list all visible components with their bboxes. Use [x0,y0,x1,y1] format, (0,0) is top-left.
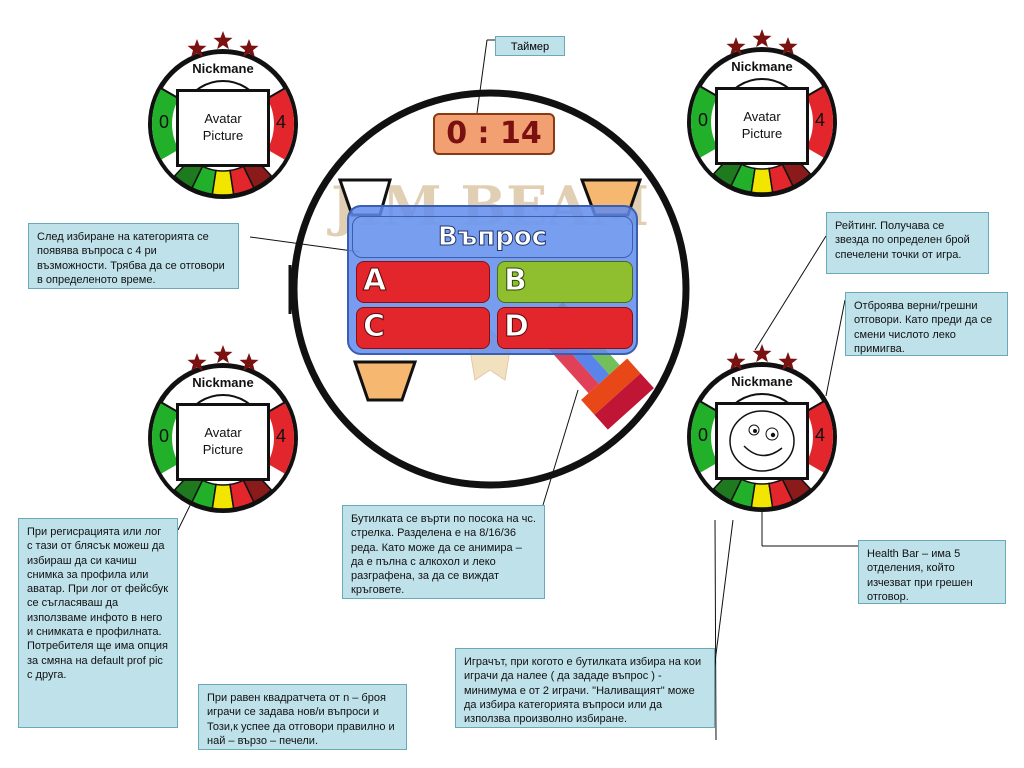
rating-star-icon [239,353,259,372]
score-right-panel [803,81,834,158]
pourer-note: Играчът, при когото е бутилката избира н… [455,648,715,728]
answer-a-button[interactable]: A [356,261,490,303]
wrong-answers-count: 4 [815,425,826,445]
score-right-panel [264,397,294,474]
wrong-answers-count: 4 [276,426,287,446]
counter-note: Отброява верни/грешни отговори. Като пре… [845,292,1008,356]
correct-answers-count: 0 [698,110,709,130]
player-avatar[interactable]: Avatar Picture [176,403,270,481]
bottle-note: Бутилката се върти по посока на чс. стре… [342,505,545,599]
player-avatar[interactable]: Avatar Picture [715,87,809,165]
rating-star-icon [187,39,207,58]
score-left-panel [691,396,721,473]
health-bar-segment-3 [750,482,774,509]
wrong-answers-count: 4 [276,112,287,132]
health-bar-segment-3 [211,169,235,196]
question-title: Въпрос [352,216,633,258]
rating-star-icon [752,29,772,48]
health-bar-segment-3 [750,167,774,194]
rating-star-icon [213,31,233,50]
answer-c-button[interactable]: C [356,307,490,349]
question-note: След избиране на категорията се появява … [28,223,239,289]
healthbar-note: Health Bar – има 5 отделения, който изче… [858,540,1006,604]
smiley-face-icon [729,410,795,472]
avatar-placeholder-text: Avatar Picture [202,111,244,143]
score-left-panel [691,81,721,158]
rating-star-icon [187,353,207,372]
bottle-body-2 [594,373,654,430]
score-right-panel [803,396,834,473]
timer-display: 0 : 14 [433,113,555,155]
rating-star-icon [726,37,746,56]
score-left-panel [152,83,182,160]
wrong-answers-count: 4 [815,110,826,130]
answer-d-button[interactable]: D [497,307,633,349]
cup-bottom-left [352,360,418,402]
correct-answers-count: 0 [159,112,170,132]
player-avatar[interactable] [715,402,809,480]
rating-star-icon [726,352,746,371]
rating-star-icon [752,344,772,363]
score-right-panel [264,83,294,160]
rating-note: Рейтинг. Получава се звезда по определен… [826,212,989,274]
rating-star-icon [778,352,798,371]
player-avatar[interactable]: Avatar Picture [176,89,270,167]
score-left-panel [152,397,182,474]
tie-note: При равен квадратчета от n – броя играчи… [198,684,407,750]
correct-answers-count: 0 [698,425,709,445]
connector-lines [177,39,858,741]
timer-label: Таймер [495,36,565,56]
health-bar-segment-3 [211,483,235,510]
rating-star-icon [213,345,233,364]
player-nickname: Nickmane [731,374,793,389]
player-nickname: Nickmane [192,375,254,390]
avatar-placeholder-text: Avatar Picture [741,109,783,141]
player-nickname: Nickmane [192,61,254,76]
answer-b-button[interactable]: B [497,261,633,303]
bottle-body-1 [581,358,641,415]
rating-star-icon [778,37,798,56]
player-nickname: Nickmane [731,59,793,74]
registration-note: При регисрацията или лог с тази от блясъ… [18,518,178,728]
avatar-placeholder-text: Avatar Picture [202,425,244,457]
rating-star-icon [239,39,259,58]
correct-answers-count: 0 [159,426,170,446]
